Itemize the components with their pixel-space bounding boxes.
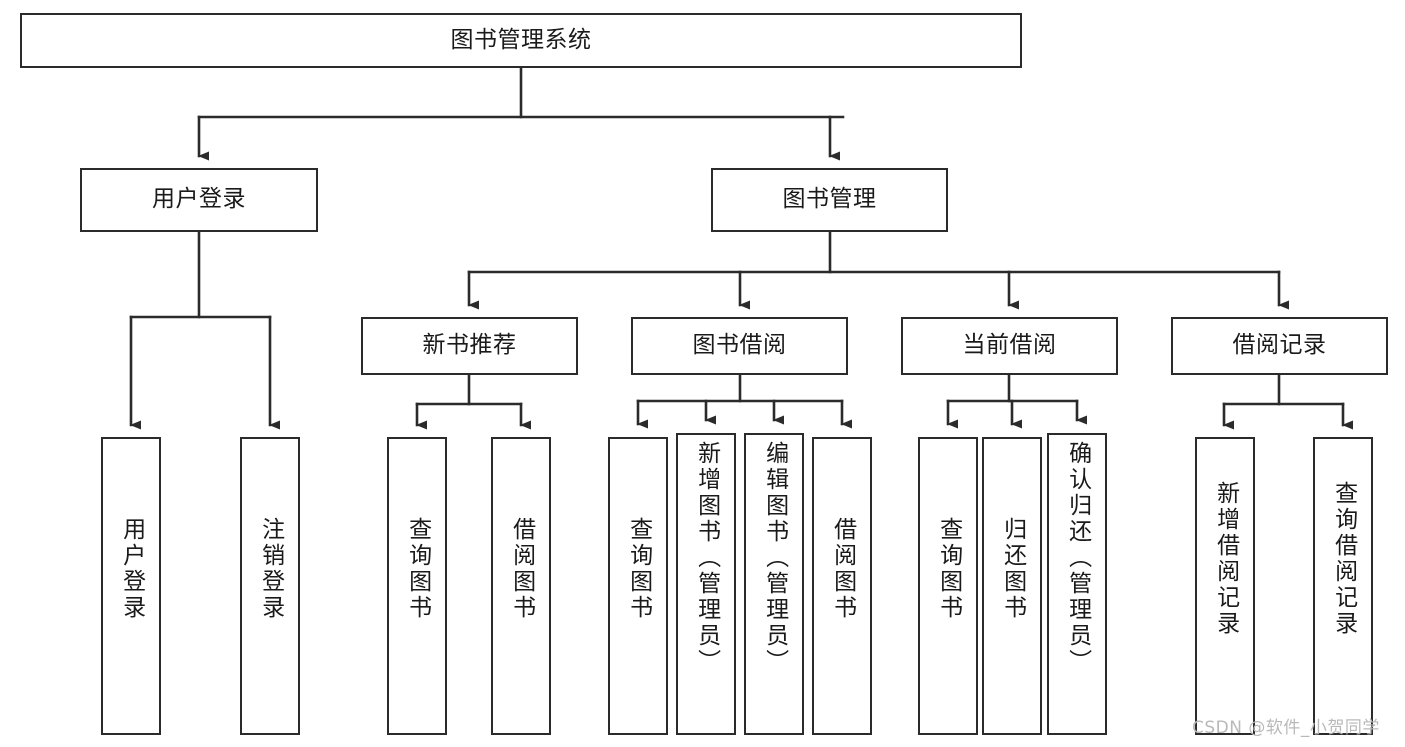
edge-group-current-borrow	[946, 373, 1087, 429]
edge-group-borrow-record	[1222, 373, 1353, 430]
node-borrow-record[interactable]: 借阅记录	[1171, 317, 1388, 375]
node-book-borrow[interactable]: 图书借阅	[631, 317, 848, 375]
node-new-book-recommend[interactable]: 新书推荐	[361, 317, 578, 375]
node-current-borrow-label: 当前借阅	[962, 332, 1057, 359]
node-new-book-recommend-label: 新书推荐	[422, 332, 517, 359]
edge-group-user-login	[129, 230, 280, 430]
node-book-borrow-label: 图书借阅	[692, 332, 787, 359]
node-leaf-query-record[interactable]: 查询借阅记录	[1313, 437, 1373, 735]
node-leaf-query-book-3-label: 查询图书	[935, 517, 962, 621]
node-leaf-query-book-2-label: 查询图书	[625, 517, 652, 621]
node-leaf-add-book-label: 新增图书（管理员）	[693, 441, 720, 675]
node-leaf-logout[interactable]: 注销登录	[240, 437, 300, 735]
node-leaf-add-record[interactable]: 新增借阅记录	[1195, 437, 1255, 735]
node-root-label: 图书管理系统	[450, 26, 592, 53]
edge-group-book-manage	[467, 230, 1289, 310]
node-leaf-user-login-label: 用户登录	[118, 517, 145, 621]
node-leaf-borrow-book-2[interactable]: 借阅图书	[812, 437, 872, 735]
node-leaf-edit-book-label: 编辑图书（管理员）	[761, 441, 788, 675]
node-leaf-edit-book[interactable]: 编辑图书（管理员）	[744, 433, 804, 735]
node-leaf-add-book[interactable]: 新增图书（管理员）	[676, 433, 736, 735]
edge-group-root	[197, 66, 845, 161]
node-leaf-query-record-label: 查询借阅记录	[1330, 481, 1357, 637]
node-leaf-query-book-3[interactable]: 查询图书	[918, 437, 978, 735]
edge-group-book-borrow	[636, 373, 852, 429]
node-leaf-return-book[interactable]: 归还图书	[982, 437, 1042, 735]
node-leaf-borrow-book-2-label: 借阅图书	[829, 517, 856, 621]
node-leaf-query-book-1-label: 查询图书	[404, 517, 431, 621]
node-leaf-query-book-2[interactable]: 查询图书	[608, 437, 668, 735]
node-leaf-borrow-book-1-label: 借阅图书	[508, 517, 535, 621]
node-borrow-record-label: 借阅记录	[1232, 332, 1327, 359]
node-leaf-query-book-1[interactable]: 查询图书	[387, 437, 447, 735]
node-leaf-borrow-book-1[interactable]: 借阅图书	[491, 437, 551, 735]
node-leaf-confirm-return-label: 确认归还（管理员）	[1064, 441, 1091, 675]
node-leaf-logout-label: 注销登录	[257, 517, 284, 621]
node-leaf-add-record-label: 新增借阅记录	[1212, 481, 1239, 637]
node-user-login[interactable]: 用户登录	[80, 168, 318, 232]
node-leaf-return-book-label: 归还图书	[999, 517, 1026, 621]
node-book-manage[interactable]: 图书管理	[711, 168, 948, 232]
node-book-manage-label: 图书管理	[782, 186, 877, 213]
node-current-borrow[interactable]: 当前借阅	[901, 317, 1118, 375]
edge-group-new-book-rec	[415, 373, 531, 430]
node-user-login-label: 用户登录	[152, 186, 246, 213]
node-leaf-confirm-return[interactable]: 确认归还（管理员）	[1047, 433, 1107, 735]
node-leaf-user-login[interactable]: 用户登录	[101, 437, 161, 735]
node-root[interactable]: 图书管理系统	[20, 13, 1022, 68]
